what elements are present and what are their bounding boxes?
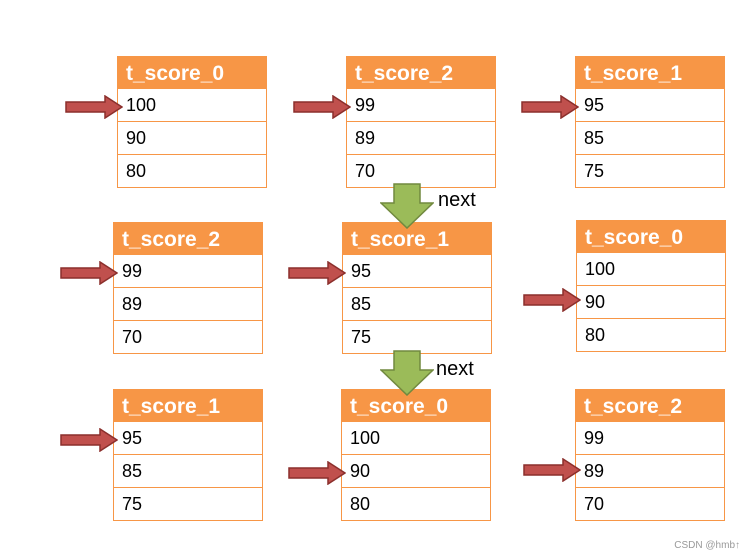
table-row: 89 [575,455,725,488]
table-row: 90 [576,286,726,319]
table-title: t_score_1 [575,56,725,89]
next-label: next [436,358,474,380]
table-row: 100 [341,422,491,455]
pointer-arrow-icon [60,261,118,285]
table-2: t_score_2 99 89 70 [346,56,496,188]
table-row: 89 [346,122,496,155]
table-row: 100 [117,89,267,122]
pointer-arrow-icon [65,95,123,119]
table-3: t_score_1 95 85 75 [575,56,725,188]
table-row: 75 [342,321,492,354]
table-6: t_score_0 100 90 80 [576,220,726,352]
pointer-arrow-icon [523,458,581,482]
table-5: t_score_1 95 85 75 [342,222,492,354]
pointer-arrow-icon [60,428,118,452]
table-row: 99 [575,422,725,455]
pointer-arrow-icon [523,288,581,312]
pointer-arrow-icon [288,461,346,485]
table-row: 100 [576,253,726,286]
watermark: CSDN @hmb↑ [674,540,740,551]
table-7: t_score_1 95 85 75 [113,389,263,521]
table-row: 89 [113,288,263,321]
down-arrow-icon [380,183,434,229]
down-arrow-icon [380,350,434,396]
table-title: t_score_1 [342,222,492,255]
table-row: 80 [117,155,267,188]
table-1: t_score_0 100 90 80 [117,56,267,188]
table-row: 90 [117,122,267,155]
table-row: 95 [113,422,263,455]
table-title: t_score_0 [576,220,726,253]
next-label: next [438,189,476,211]
pointer-arrow-icon [293,95,351,119]
table-row: 95 [575,89,725,122]
table-row: 99 [346,89,496,122]
table-4: t_score_2 99 89 70 [113,222,263,354]
table-row: 75 [575,155,725,188]
table-row: 95 [342,255,492,288]
table-title: t_score_2 [346,56,496,89]
pointer-arrow-icon [288,261,346,285]
table-row: 80 [341,488,491,521]
table-row: 99 [113,255,263,288]
table-row: 70 [346,155,496,188]
table-row: 85 [575,122,725,155]
table-title: t_score_2 [575,389,725,422]
table-row: 85 [113,455,263,488]
table-row: 75 [113,488,263,521]
table-row: 85 [342,288,492,321]
table-title: t_score_0 [341,389,491,422]
table-row: 90 [341,455,491,488]
table-row: 70 [113,321,263,354]
table-title: t_score_1 [113,389,263,422]
table-9: t_score_2 99 89 70 [575,389,725,521]
pointer-arrow-icon [521,95,579,119]
table-row: 80 [576,319,726,352]
table-title: t_score_0 [117,56,267,89]
table-row: 70 [575,488,725,521]
table-title: t_score_2 [113,222,263,255]
table-8: t_score_0 100 90 80 [341,389,491,521]
